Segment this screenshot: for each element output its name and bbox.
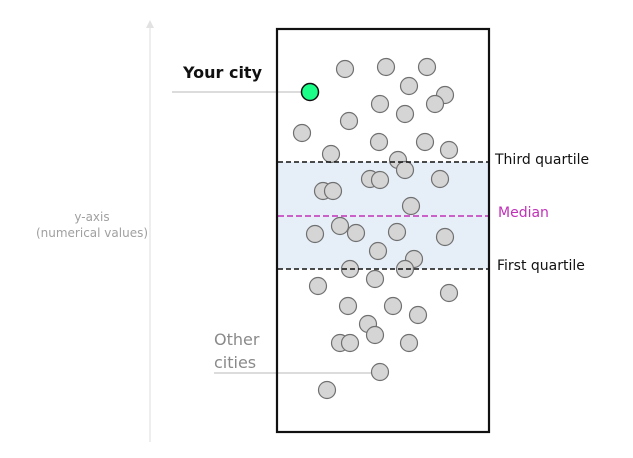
city-dot [330,216,350,236]
other-cities-label: Other cities [214,328,259,374]
city-dot [317,380,337,400]
city-dot [417,57,437,77]
city-dot [370,94,390,114]
city-dot [387,222,407,242]
city-dot [338,296,358,316]
city-dot [340,333,360,353]
city-dot [395,259,415,279]
city-dot [439,140,459,160]
other-cities-label-line1: Other [214,330,260,349]
city-dot [369,132,389,152]
city-dot [425,94,445,114]
city-dot [401,196,421,216]
city-dot [335,59,355,79]
city-dot [321,144,341,164]
city-dot [383,296,403,316]
y-axis-arrowhead-icon [146,20,154,28]
city-dot [292,123,312,143]
city-dot [376,57,396,77]
city-dot [395,104,415,124]
city-dot [305,224,325,244]
other-cities-dots [292,57,459,400]
your-city-dot [300,82,320,102]
city-dot [368,241,388,261]
city-dot [399,333,419,353]
first-quartile-label: First quartile [497,258,585,274]
y-axis-title: y-axis (numerical values) [12,209,172,241]
city-dot [308,276,328,296]
your-city-label: Your city [183,63,263,82]
median-label: Median [498,205,549,221]
city-dot [399,76,419,96]
y-axis-title-line1: y-axis [74,210,110,224]
city-dot [430,169,450,189]
city-dot [439,283,459,303]
city-dot [415,132,435,152]
city-dot [435,227,455,247]
city-dot [365,325,385,345]
city-dot [339,111,359,131]
city-dot [365,269,385,289]
city-dot [370,362,390,382]
city-dot [395,160,415,180]
city-dot [408,305,428,325]
city-dot [323,181,343,201]
distribution-box [275,27,491,434]
city-dot [346,223,366,243]
third-quartile-label: Third quartile [495,152,590,168]
city-dot [370,170,390,190]
y-axis-title-line2: (numerical values) [35,226,149,240]
other-cities-label-line2: cities [214,353,257,372]
